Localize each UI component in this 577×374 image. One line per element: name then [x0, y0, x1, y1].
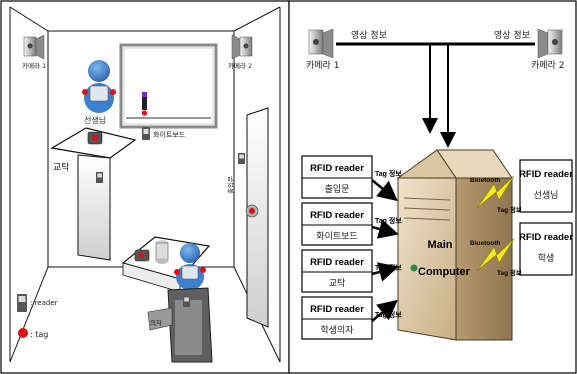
mobile-tag-label: Tag 정보 — [497, 205, 522, 214]
camera-2-icon — [232, 35, 252, 59]
mobile-reader-owner: 선생님 — [534, 190, 559, 201]
reader-title: RFID reader — [310, 210, 364, 221]
reader-edge-label: Tag 정보 — [375, 216, 402, 225]
reader-title: RFID reader — [310, 163, 364, 174]
legend-tag-icon — [18, 328, 28, 338]
legend-reader-label: : reader — [30, 299, 58, 307]
reader-location: 화이트보드 — [316, 231, 357, 242]
video-info-right-label: 영상 정보 — [494, 30, 530, 41]
mobile-reader-title: RFID reader — [519, 169, 573, 180]
chair-label: 의자 — [150, 318, 162, 327]
bluetooth-label: Bluetooth — [470, 177, 500, 184]
entrance-label: 출입문 — [226, 176, 235, 194]
bluetooth-label: Bluetooth — [470, 240, 500, 247]
main-computer-label-line2: Computer — [418, 266, 471, 278]
reader-title: RFID reader — [310, 257, 364, 268]
whiteboard-reader-icon — [142, 127, 150, 140]
reader-title: RFID reader — [310, 304, 364, 315]
mobile-tag-label: Tag 정보 — [497, 268, 522, 277]
reader-edge-label: Tag 정보 — [375, 169, 402, 178]
mobile-reader-title: RFID reader — [519, 232, 573, 243]
reader-location: 출입문 — [325, 183, 350, 195]
legend-tag-label: : tag — [30, 330, 48, 339]
reader-location: 학생의자 — [320, 325, 354, 336]
whiteboard — [121, 45, 216, 127]
reader-edge-label: Tag 정보 — [375, 310, 402, 319]
right-camera-2-label: 카메라 2 — [531, 60, 564, 71]
whiteboard-label: 화이트보드 — [153, 130, 186, 139]
video-info-left-label: 영상 정보 — [351, 30, 387, 41]
camera-1-icon — [24, 35, 44, 59]
teacher-label: 선생님 — [84, 115, 106, 125]
reader-edge-label: Tag 정보 — [375, 263, 402, 272]
right-camera-1-label: 카메라 1 — [306, 60, 339, 71]
reader-location: 교탁 — [329, 277, 346, 289]
right-camera-2-icon — [538, 29, 562, 58]
right-camera-1-icon — [309, 29, 333, 58]
camera-1-label: 카메라 1 — [22, 61, 46, 70]
mobile-reader-owner: 학생 — [538, 253, 555, 264]
main-computer-label-line1: Main — [427, 239, 452, 251]
camera-2-label: 카메라 2 — [228, 61, 252, 70]
podium-label: 교탁 — [53, 161, 70, 173]
whiteboard-pen — [142, 92, 147, 116]
